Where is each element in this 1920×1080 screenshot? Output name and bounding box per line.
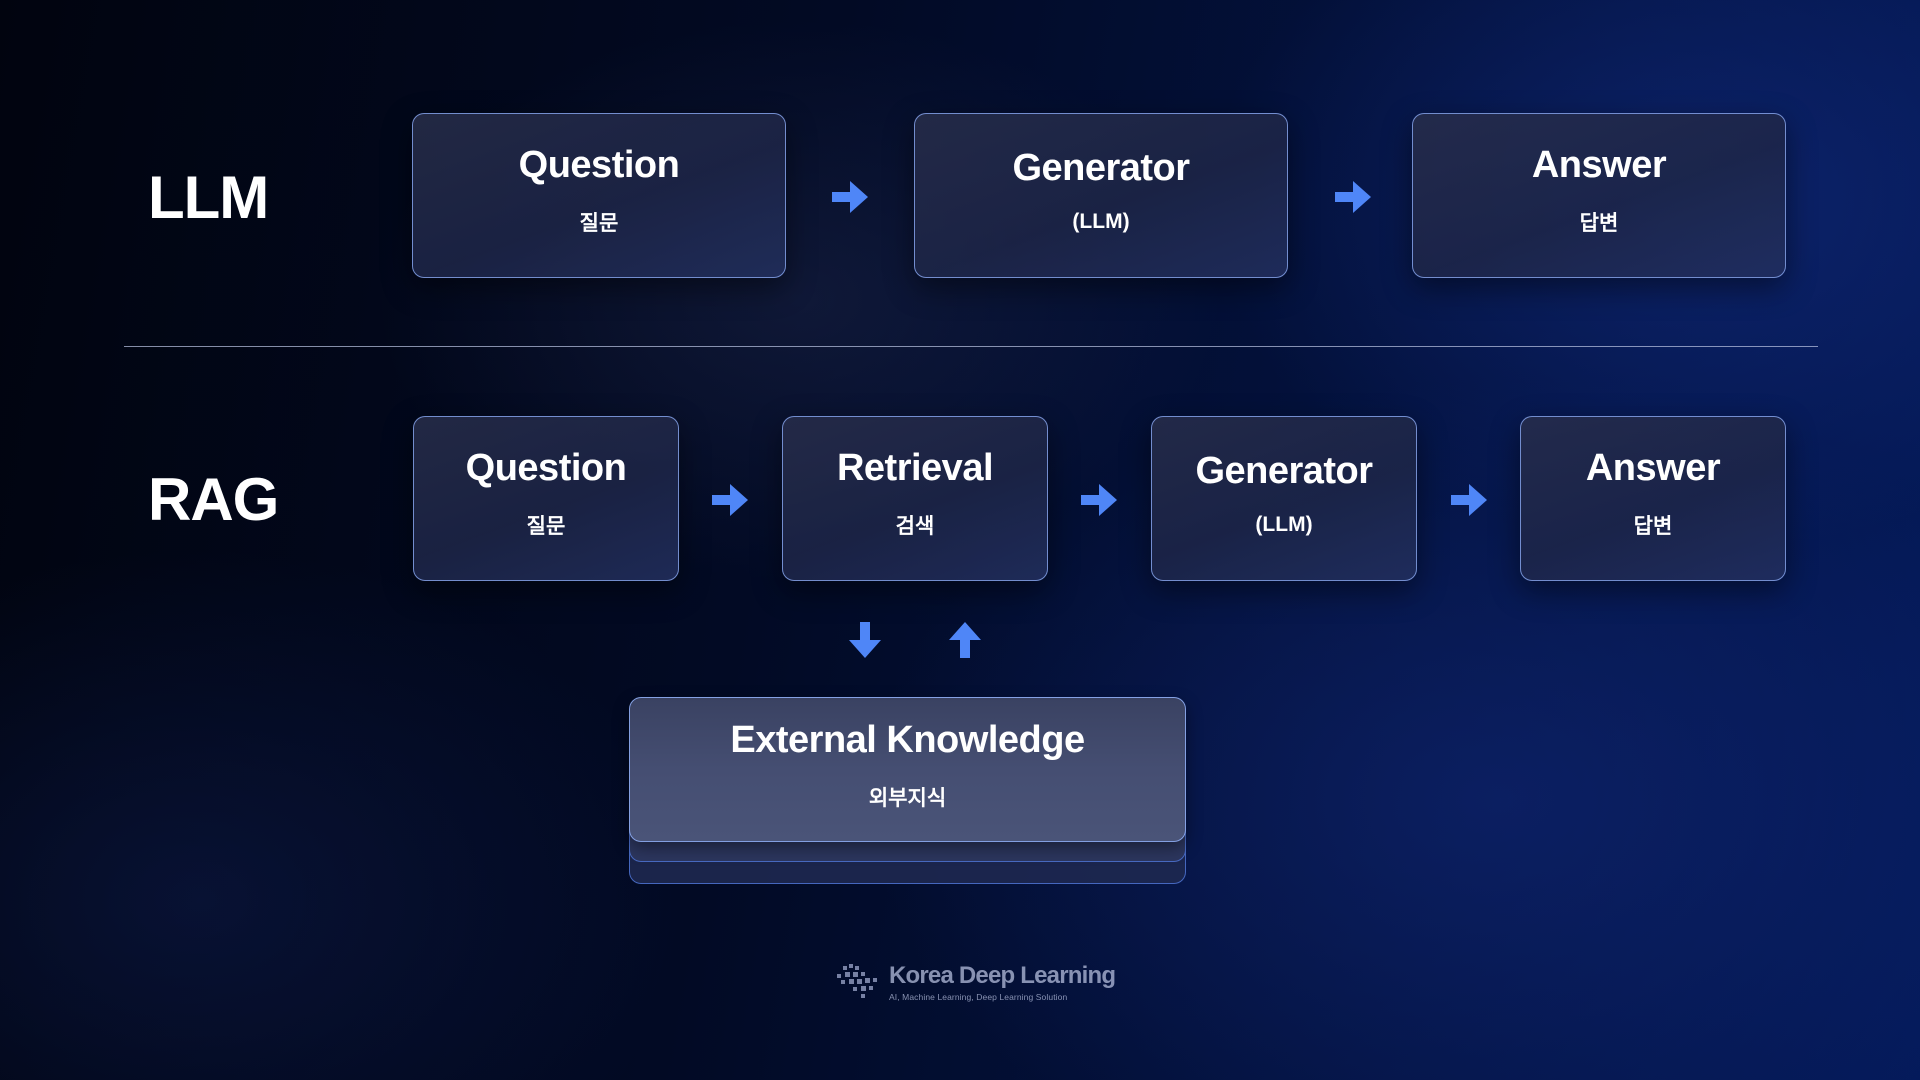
box-subtitle: 답변 xyxy=(1579,212,1619,235)
arrow-up-icon xyxy=(949,622,981,658)
footer-brand: Korea Deep Learning xyxy=(889,961,1116,989)
box-title: External Knowledge xyxy=(730,719,1085,761)
pixel-logo-icon xyxy=(837,964,877,998)
footer-tagline: AI, Machine Learning, Deep Learning Solu… xyxy=(889,991,1068,1002)
rag-answer-box: Answer 답변 xyxy=(1520,416,1786,581)
box-title: Generator xyxy=(1195,450,1373,492)
arrow-right-icon xyxy=(832,181,868,213)
llm-row-label: LLM xyxy=(148,164,269,231)
rag-question-box: Question 질문 xyxy=(413,416,679,581)
footer-logo: Korea Deep Learning AI, Machine Learning… xyxy=(835,961,1116,1002)
llm-answer-box: Answer 답변 xyxy=(1412,113,1786,278)
box-title: Retrieval xyxy=(836,447,994,489)
llm-generator-box: Generator (LLM) xyxy=(914,113,1288,278)
box-subtitle: 검색 xyxy=(895,515,935,538)
llm-question-box: Question 질문 xyxy=(412,113,786,278)
box-title: Question xyxy=(465,447,627,489)
rag-row-label: RAG xyxy=(148,466,279,533)
arrow-right-icon xyxy=(712,484,748,516)
row-divider xyxy=(124,346,1818,347)
arrow-down-icon xyxy=(849,622,881,658)
arrow-right-icon xyxy=(1081,484,1117,516)
box-subtitle: 외부지식 xyxy=(868,787,947,810)
arrow-right-icon xyxy=(1451,484,1487,516)
box-subtitle: (LLM) xyxy=(1072,210,1130,233)
box-title: Answer xyxy=(1531,144,1667,186)
box-subtitle: 답변 xyxy=(1633,515,1673,538)
box-subtitle: 질문 xyxy=(579,212,619,235)
box-title: Question xyxy=(518,144,680,186)
box-subtitle: (LLM) xyxy=(1255,513,1313,536)
rag-retrieval-box: Retrieval 검색 xyxy=(782,416,1048,581)
arrow-right-icon xyxy=(1335,181,1371,213)
external-knowledge-box: External Knowledge 외부지식 xyxy=(629,697,1186,842)
rag-generator-box: Generator (LLM) xyxy=(1151,416,1417,581)
box-title: Generator xyxy=(1012,147,1190,189)
box-title: Answer xyxy=(1585,447,1721,489)
box-subtitle: 질문 xyxy=(526,515,566,538)
